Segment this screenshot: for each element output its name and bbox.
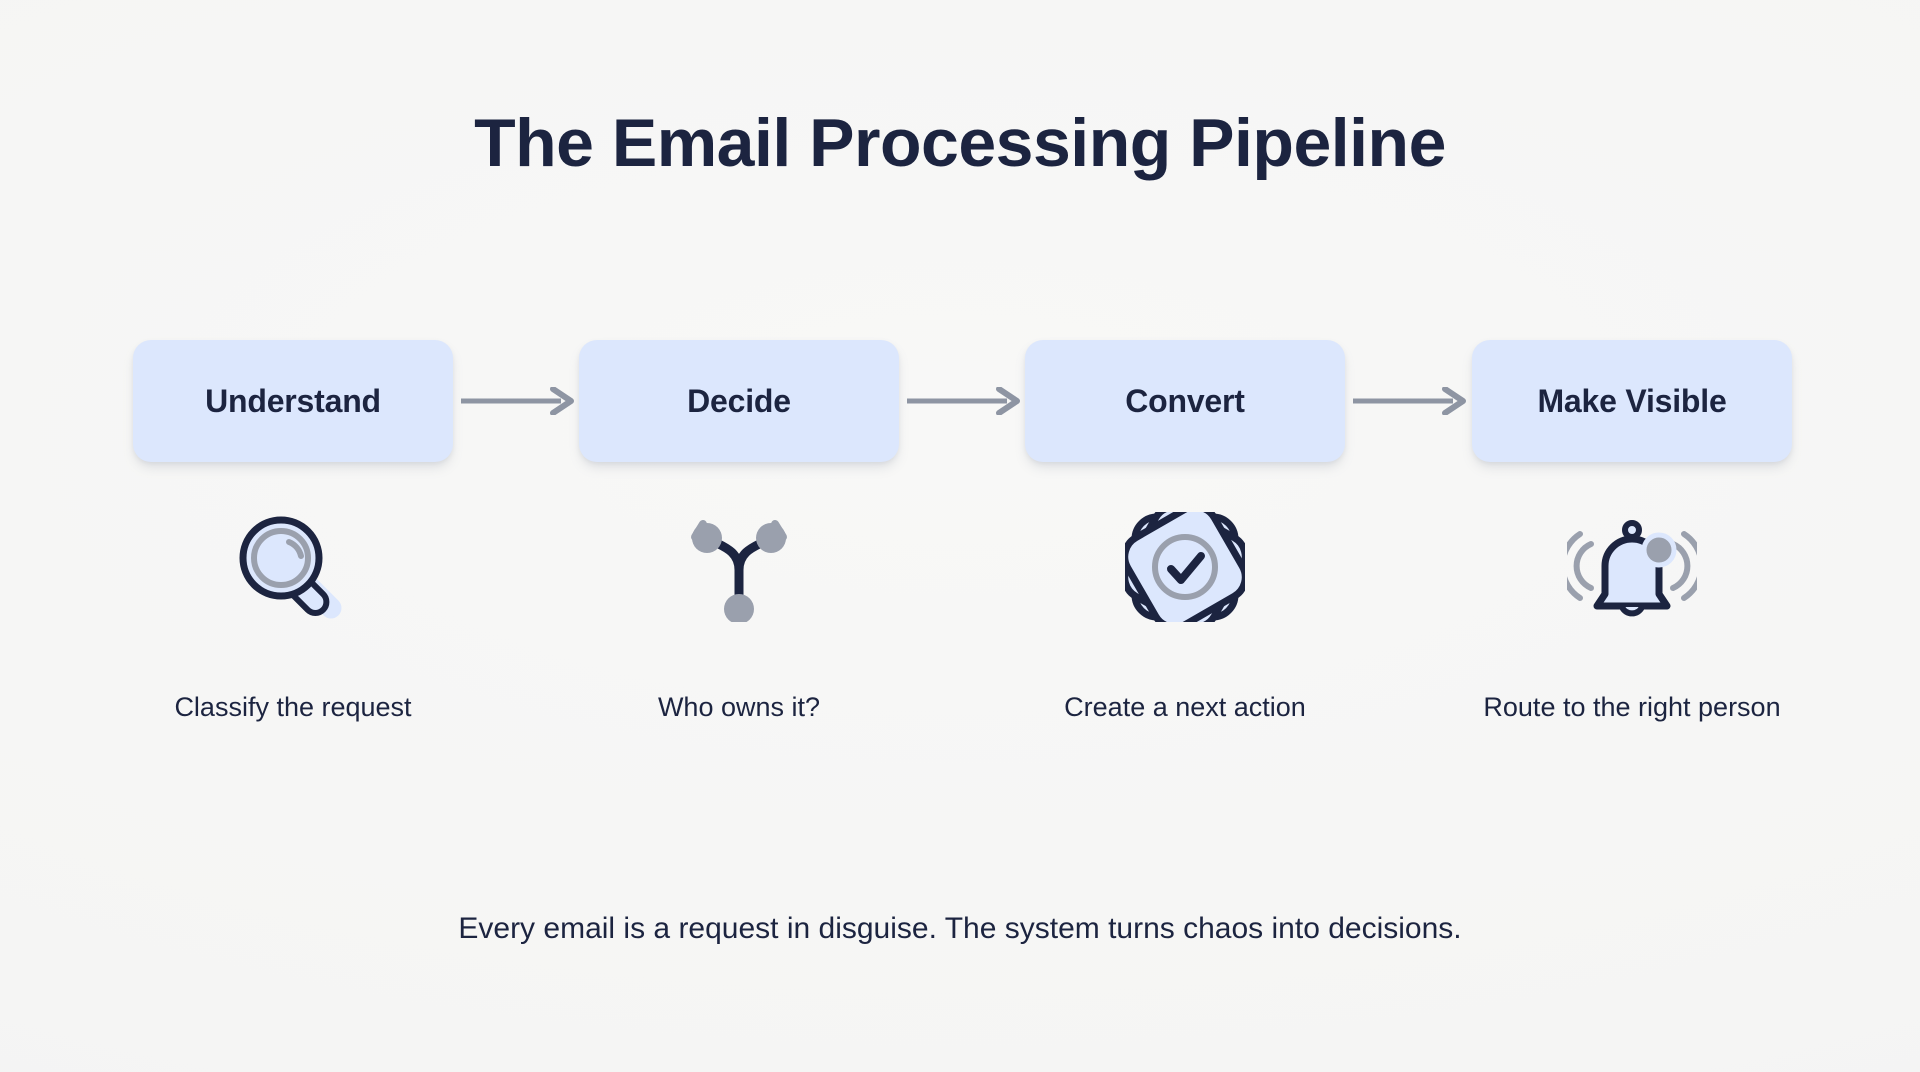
stage-pill-decide[interactable]: Decide (579, 340, 899, 462)
stage-pill-make-visible[interactable]: Make Visible (1472, 340, 1792, 462)
stage-label: Understand (205, 382, 381, 419)
caption-owner: Who owns it? (657, 692, 821, 722)
pipeline-stage-row: Understand Decide Convert Make Visible (133, 340, 1792, 464)
stage-label: Convert (1125, 382, 1245, 419)
gear-check-icon (1025, 512, 1345, 622)
page-title: The Email Processing Pipeline (474, 105, 1446, 181)
pipeline-caption-row: Classify the request Who owns it? Create… (133, 692, 1792, 732)
magnifying-glass-icon (133, 512, 453, 622)
bell-notification-icon (1472, 512, 1792, 622)
caption-next-action: Create a next action (1064, 692, 1306, 722)
caption-classify: Classify the request (174, 692, 412, 722)
arrow-right-icon (907, 386, 1025, 416)
caption-route: Route to the right person (1483, 692, 1781, 722)
stage-pill-convert[interactable]: Convert (1025, 340, 1345, 462)
stage-pill-understand[interactable]: Understand (133, 340, 453, 462)
branch-fork-icon (579, 512, 899, 622)
pipeline-icon-row (133, 512, 1792, 622)
arrow-right-icon (1353, 386, 1471, 416)
stage-label: Make Visible (1537, 382, 1727, 419)
stage-label: Decide (687, 382, 791, 419)
footer-note: Every email is a request in disguise. Th… (458, 912, 1462, 945)
arrow-right-icon (461, 386, 579, 416)
